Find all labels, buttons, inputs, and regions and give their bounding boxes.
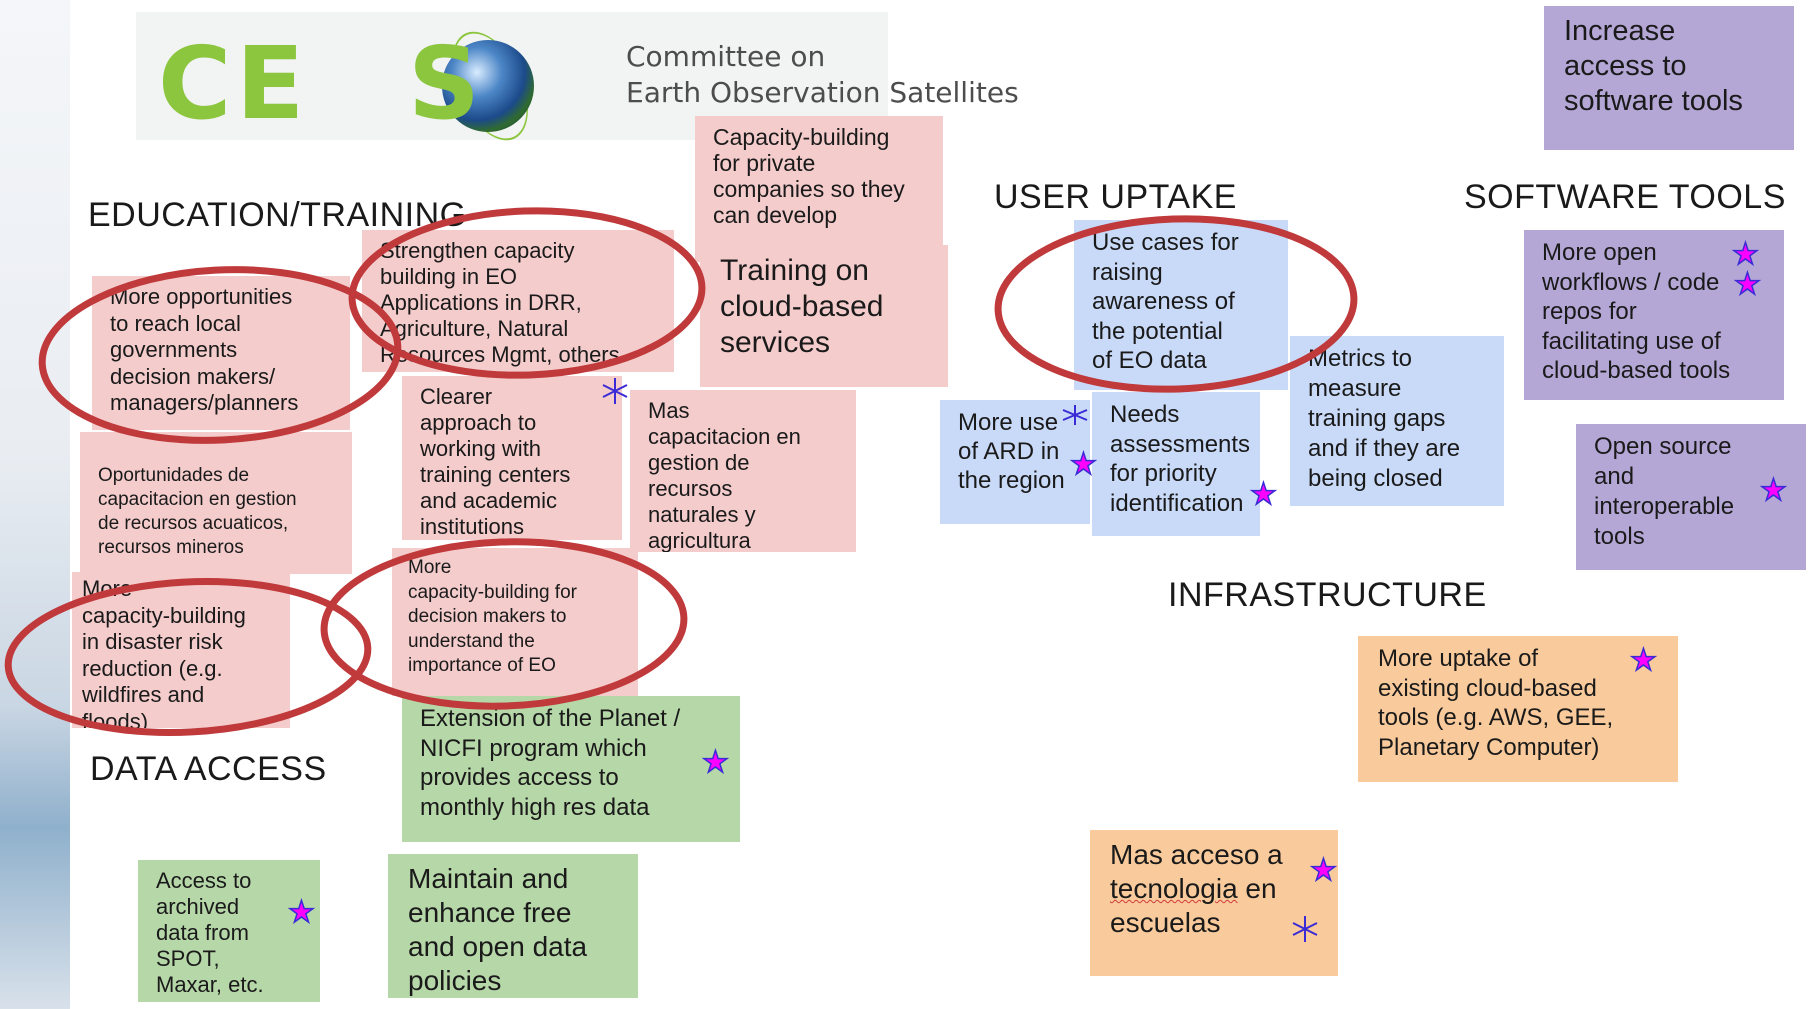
heading-user-uptake: USER UPTAKE — [994, 178, 1237, 216]
note-maintain-open-data: Maintain and enhance free and open data … — [388, 854, 638, 998]
mas-acceso-line-3: escuelas — [1110, 907, 1221, 938]
star-filled-icon: ★ — [701, 746, 729, 779]
note-open-source-tools: Open source and interoperable tools — [1576, 424, 1806, 570]
note-training-cloud-services: Training on cloud-based services — [700, 245, 948, 387]
note-capacity-private-companies: Capacity-building for private companies … — [695, 116, 943, 262]
star-outline-icon — [600, 376, 630, 406]
mas-acceso-line-2-rest: en — [1237, 873, 1277, 904]
mas-acceso-line-2: tecnologia en — [1110, 872, 1328, 906]
note-more-uptake-cloud-tools: More uptake of existing cloud-based tool… — [1358, 636, 1678, 782]
note-metrics-training-gaps: Metrics to measure training gaps and if … — [1290, 336, 1504, 506]
star-filled-icon: ★ — [1733, 268, 1761, 301]
logo-committee-line: Committee on — [626, 40, 826, 73]
logo-globe — [442, 40, 534, 132]
mas-acceso-line-1: Mas acceso a — [1110, 839, 1283, 870]
star-outline-icon — [1060, 404, 1090, 426]
left-background-strip — [0, 0, 70, 1009]
heading-data-access: DATA ACCESS — [90, 750, 327, 788]
note-needs-assessments: Needs assessments for priority identific… — [1092, 392, 1260, 536]
note-oportunidades-capacitacion: Oportunidades de capacitacion en gestion… — [80, 432, 352, 574]
note-mas-acceso-tecnologia: Mas acceso a tecnologia en escuelas — [1090, 830, 1338, 976]
star-filled-icon: ★ — [1629, 644, 1657, 677]
logo-satellites-line: Earth Observation Satellites — [626, 76, 1019, 109]
logo-letter-e: E — [236, 25, 305, 142]
star-filled-icon: ★ — [1309, 854, 1337, 887]
ceos-logo: C E S Committee on Earth Observation Sat… — [136, 12, 1019, 153]
oportunidades-text: Oportunidades de capacitacion en gestion… — [98, 465, 297, 558]
note-more-use-ard: More use of ARD in the region — [940, 400, 1090, 524]
note-extension-planet-nicfi: Extension of the Planet / NICFI program … — [402, 696, 740, 842]
heading-infrastructure: INFRASTRUCTURE — [1168, 576, 1487, 614]
note-more-opportunities: More opportunities to reach local govern… — [92, 276, 350, 430]
tecnologia-misspelled-word: tecnologia — [1110, 873, 1238, 904]
note-mas-capacitacion: Mas capacitacion en gestion de recursos … — [630, 390, 856, 552]
star-filled-icon: ★ — [1069, 448, 1097, 481]
star-filled-icon: ★ — [1731, 238, 1759, 271]
logo-letter-c: C — [158, 25, 232, 142]
logo-letter-s: S — [408, 25, 481, 142]
note-increase-access-software: Increase access to software tools — [1544, 6, 1794, 150]
star-outline-icon — [1290, 914, 1320, 944]
note-more-open-workflows: More open workflows / code repos for fac… — [1524, 230, 1784, 400]
star-filled-icon: ★ — [1759, 474, 1787, 507]
note-clearer-approach: Clearer approach to working with trainin… — [402, 376, 622, 540]
note-access-archived-data: Access to archived data from SPOT, Maxar… — [138, 860, 320, 1002]
note-more-capacity-disaster: More capacity-building in disaster risk … — [72, 572, 290, 728]
note-strengthen-capacity: Strengthen capacity building in EO Appli… — [362, 230, 674, 372]
heading-software-tools: SOFTWARE TOOLS — [1464, 178, 1786, 216]
note-more-capacity-decision-makers: More capacity-building for decision make… — [392, 548, 638, 696]
star-filled-icon: ★ — [287, 896, 315, 929]
note-use-cases: Use cases for raising awareness of the p… — [1074, 220, 1288, 390]
star-filled-icon: ★ — [1249, 478, 1277, 511]
